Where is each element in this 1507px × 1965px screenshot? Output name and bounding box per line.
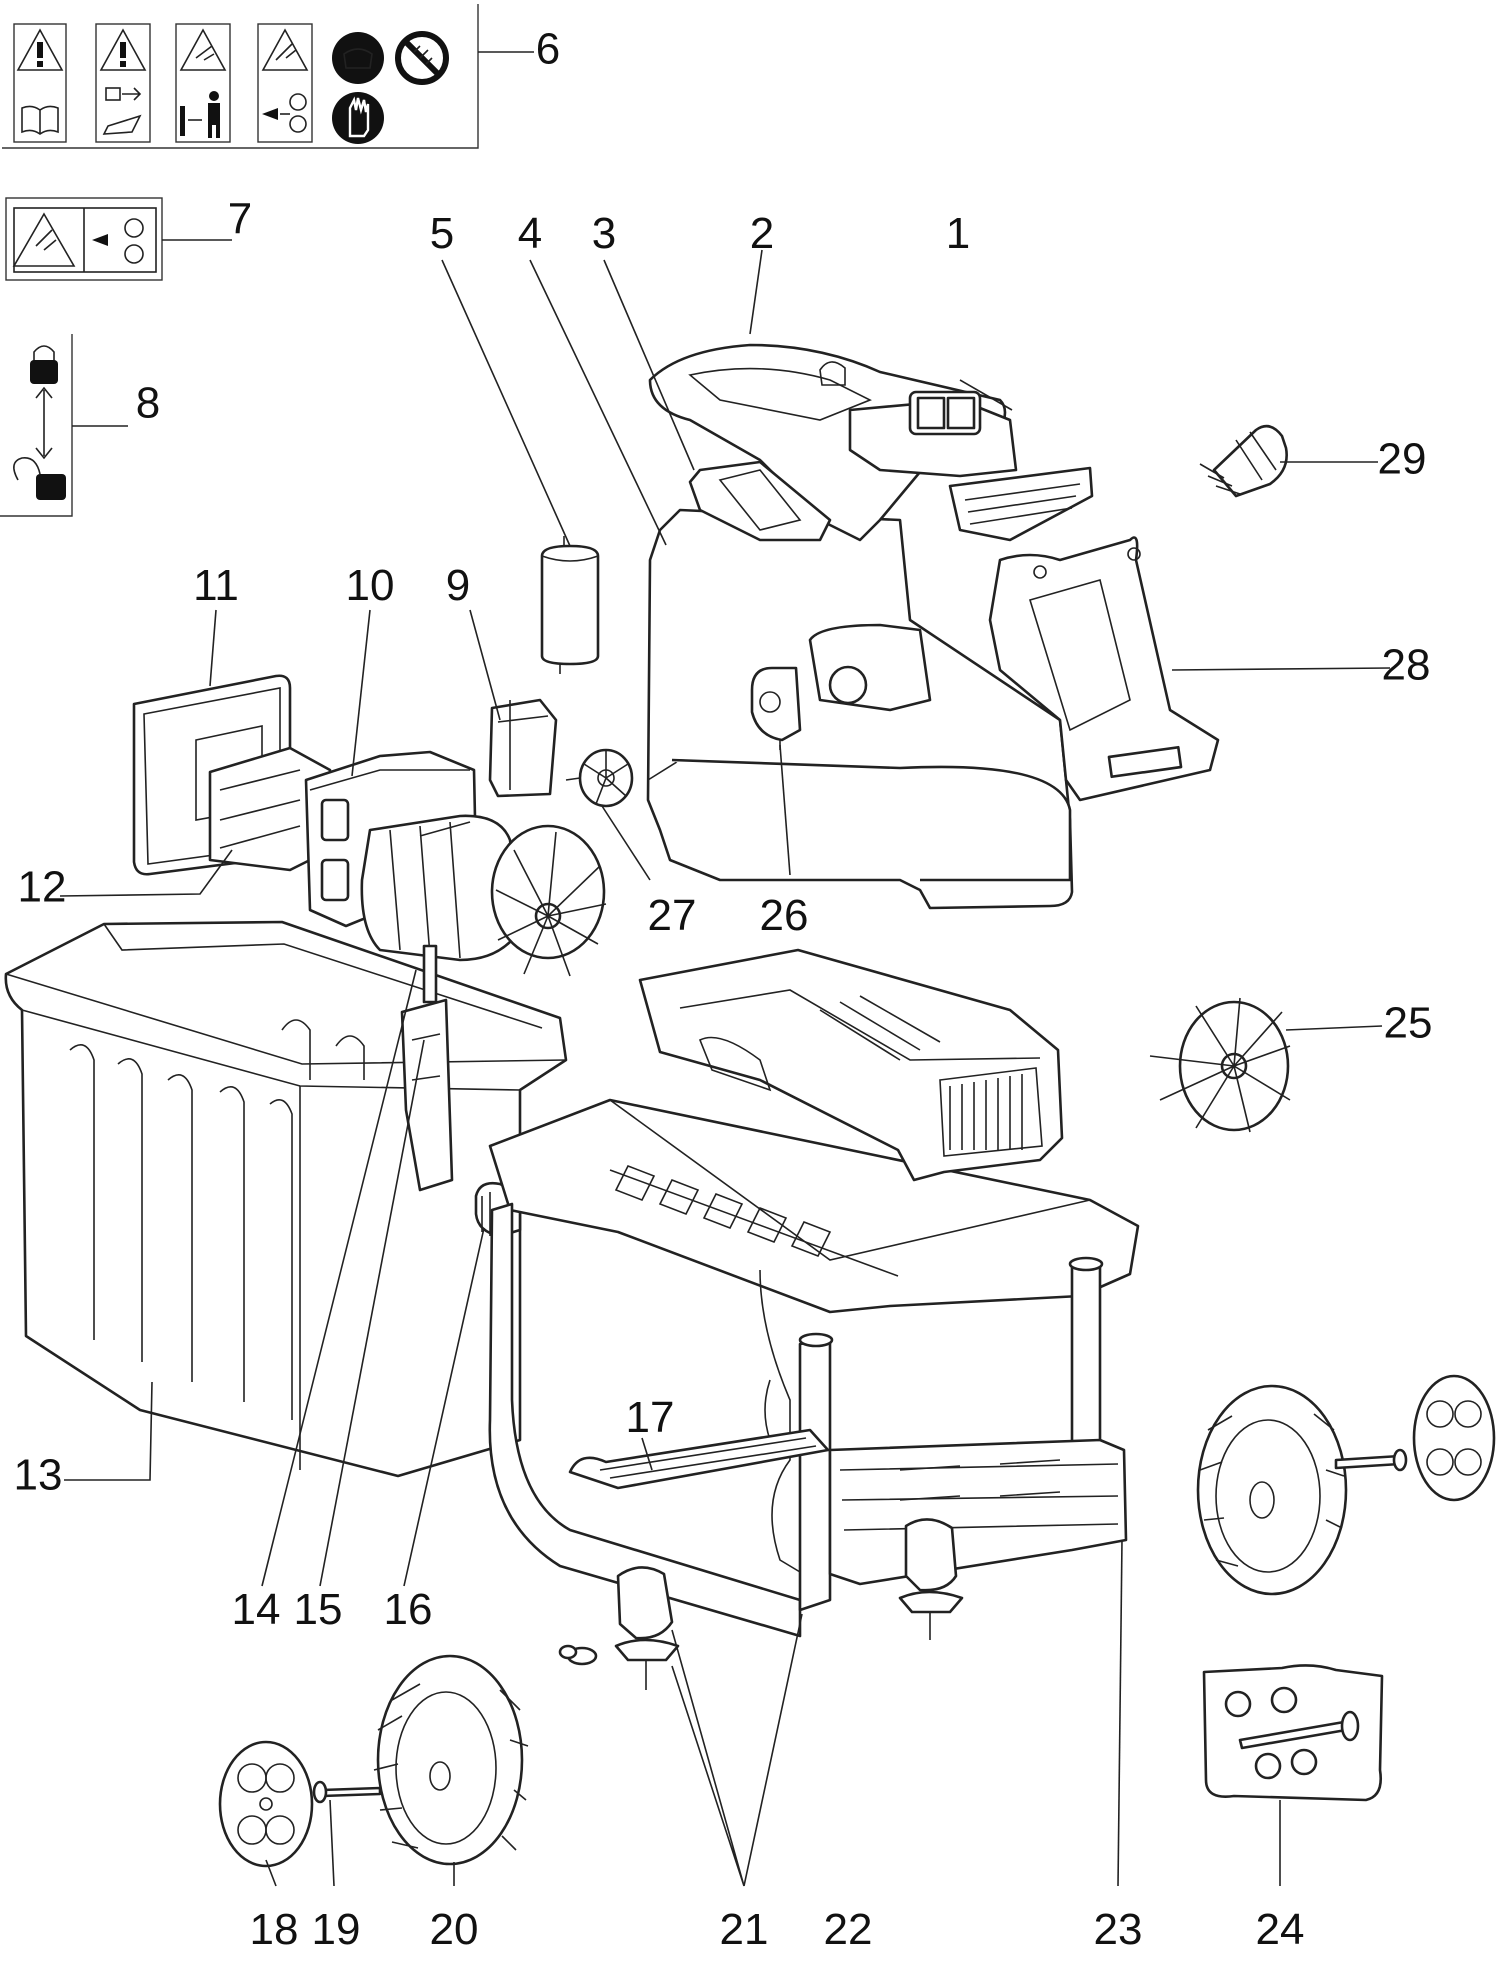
- open-book-icon: [21, 105, 59, 135]
- chute-guard: [988, 536, 1220, 802]
- part-number-27: 27: [648, 891, 697, 940]
- lock-icon: [30, 345, 58, 384]
- part-number-3: 3: [592, 209, 616, 258]
- part-number-8: 8: [136, 379, 160, 428]
- lock-label: 8: [0, 334, 160, 517]
- part-number-16: 16: [384, 1585, 433, 1634]
- keep-distance-icon: [175, 23, 231, 143]
- power-plug: [1199, 424, 1288, 498]
- part-number-18: 18: [250, 1905, 299, 1954]
- right-wheel: [1196, 1374, 1496, 1596]
- collection-box: [4, 920, 568, 1478]
- part-number-29: 29: [1378, 435, 1427, 484]
- gloves-icon: [332, 92, 384, 144]
- part-number-22: 22: [824, 1905, 873, 1954]
- unplug-icon: [95, 23, 151, 143]
- part-number-26: 26: [760, 891, 809, 940]
- unlock-icon: [13, 457, 66, 500]
- part-number-28: 28: [1382, 641, 1431, 690]
- part-number-7: 7: [228, 195, 252, 244]
- part-number-13: 13: [14, 1451, 63, 1500]
- main-frame: [488, 948, 1140, 1690]
- brush-holder: [488, 698, 558, 798]
- part-number-11: 11: [193, 561, 239, 610]
- part-number-23: 23: [1094, 1905, 1143, 1954]
- part-number-4: 4: [518, 209, 542, 258]
- small-fan: [565, 748, 634, 808]
- impeller-fan: [1149, 997, 1291, 1133]
- part-number-6: 6: [536, 25, 560, 74]
- part-number-17: 17: [626, 1393, 675, 1442]
- part-number-21: 21: [720, 1905, 769, 1954]
- safety-label-sheet: 6: [2, 4, 560, 149]
- rotating-blade-icon: [257, 23, 313, 143]
- capacitor: [540, 536, 600, 674]
- part-number-9: 9: [446, 561, 470, 610]
- part-number-1: 1: [946, 209, 970, 258]
- motor-assembly: [132, 674, 607, 977]
- part-number-20: 20: [430, 1905, 479, 1954]
- part-number-24: 24: [1256, 1905, 1305, 1954]
- part-number-10: 10: [346, 561, 395, 610]
- part-number-2: 2: [750, 209, 774, 258]
- part-number-15: 15: [294, 1585, 343, 1634]
- no-rain-icon: [395, 31, 449, 85]
- eye-ear-protection-icon: [332, 32, 384, 84]
- blade-warning-label: 7: [5, 195, 252, 281]
- hardware-kit-bag: [1202, 1664, 1384, 1802]
- part-number-12: 12: [18, 863, 67, 912]
- part-number-14: 14: [232, 1585, 281, 1634]
- warning-triangle-icon: [13, 23, 67, 143]
- left-wheel: [218, 1654, 529, 1868]
- part-number-25: 25: [1384, 999, 1433, 1048]
- part-number-5: 5: [430, 209, 454, 258]
- upper-housing-assembly: [646, 343, 1094, 910]
- part-number-19: 19: [312, 1905, 361, 1954]
